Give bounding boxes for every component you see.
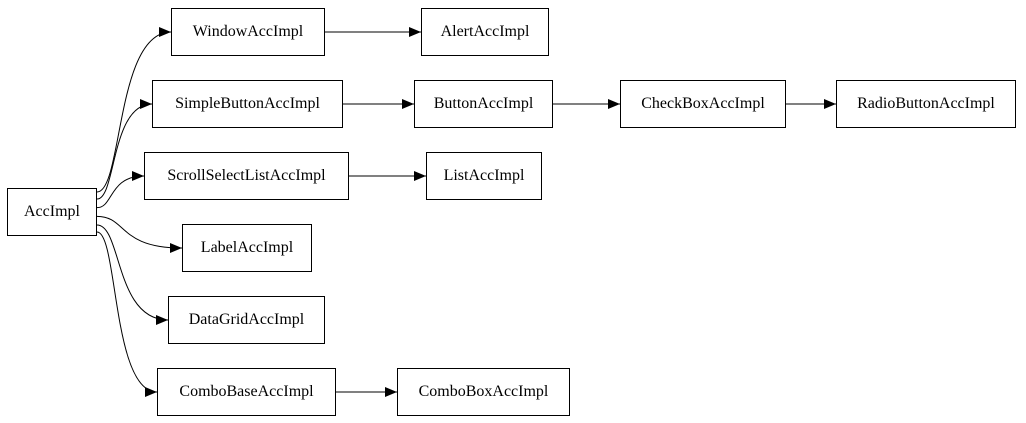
node-list-acc-impl: ListAccImpl bbox=[426, 152, 542, 200]
node-combo-base-acc-impl: ComboBaseAccImpl bbox=[157, 368, 336, 416]
node-window-acc-impl: WindowAccImpl bbox=[171, 8, 325, 56]
edge-arrow bbox=[96, 99, 153, 200]
edge-arrow bbox=[96, 231, 158, 397]
node-label-acc-impl: LabelAccImpl bbox=[182, 224, 312, 272]
node-button-acc-impl: ButtonAccImpl bbox=[414, 80, 553, 128]
node-radio-button-acc-impl: RadioButtonAccImpl bbox=[836, 80, 1016, 128]
node-check-box-acc-impl: CheckBoxAccImpl bbox=[620, 80, 786, 128]
node-data-grid-acc-impl: DataGridAccImpl bbox=[168, 296, 325, 344]
node-simple-button-acc-impl: SimpleButtonAccImpl bbox=[152, 80, 343, 128]
edge-arrow bbox=[96, 215, 183, 253]
node-acc-impl: AccImpl bbox=[7, 188, 97, 236]
edge-arrow bbox=[96, 171, 145, 209]
node-scroll-select-list-acc-impl: ScrollSelectListAccImpl bbox=[144, 152, 349, 200]
edge-arrow bbox=[96, 224, 169, 325]
edge-arrow bbox=[96, 27, 172, 193]
node-alert-acc-impl: AlertAccImpl bbox=[421, 8, 549, 56]
node-combo-box-acc-impl: ComboBoxAccImpl bbox=[397, 368, 570, 416]
